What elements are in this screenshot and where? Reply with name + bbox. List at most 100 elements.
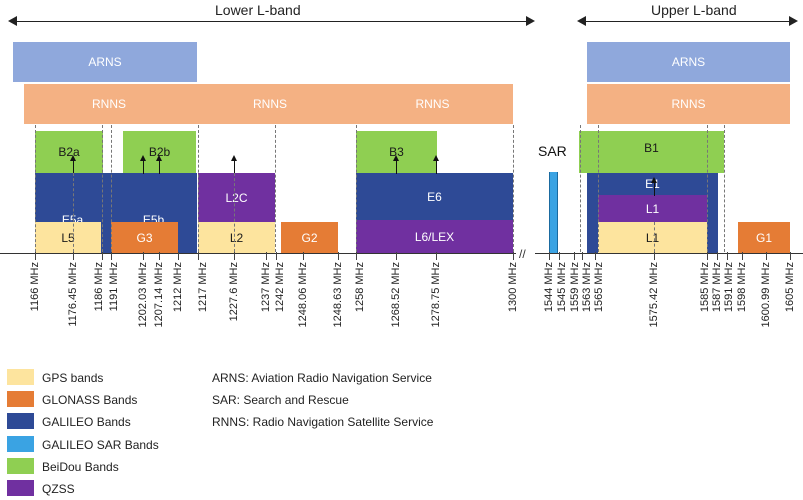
definition-arns: ARNS: Aviation Radio Navigation Service	[212, 371, 432, 385]
freq-label: 1212 MHz	[172, 262, 184, 313]
upper-arrow-left-head	[577, 16, 586, 26]
guide-line	[198, 125, 199, 252]
tick	[396, 252, 397, 260]
galileo-sar-band	[549, 172, 558, 253]
freq-label: 1268.52 MHz	[390, 262, 402, 328]
legend-label-galileo-sar: GALILEO SAR Bands	[42, 438, 159, 452]
frequency-axis-upper	[535, 253, 803, 254]
tick	[766, 252, 767, 260]
guide-line	[35, 125, 36, 252]
freq-label: 1278.75 MHz	[430, 262, 442, 328]
freq-label: 1217 MHz	[197, 262, 209, 313]
l2c-arrow	[231, 155, 237, 174]
gps-l1: L1	[598, 222, 707, 253]
tick	[303, 252, 304, 260]
arns-block-upper: ARNS	[587, 42, 790, 82]
qzss-l2c: L2C	[198, 173, 275, 222]
b3-arrow-2	[433, 155, 439, 174]
tick	[73, 252, 74, 260]
rnns-band-lower	[24, 84, 513, 124]
guide-line	[234, 173, 235, 252]
guide-line	[580, 125, 581, 252]
tick	[549, 252, 550, 260]
guide-line	[73, 173, 74, 252]
lower-arrow-left-head	[8, 16, 17, 26]
tick	[35, 252, 36, 260]
rnns-label-2: RNNS	[252, 97, 287, 111]
freq-label: 1545 MHz	[556, 262, 568, 313]
upper-l-band-arrow	[582, 21, 794, 22]
b2a-arrow	[70, 155, 76, 174]
qzss-l6lex: L6/LEX	[356, 220, 513, 253]
tick	[276, 252, 277, 260]
glonass-g3: G3	[111, 222, 178, 253]
qzss-l1: L1	[598, 195, 707, 222]
tick	[790, 252, 791, 260]
definition-rnns: RNNS: Radio Navigation Satellite Service	[212, 415, 434, 429]
freq-label: 1207.14 MHz	[153, 262, 165, 328]
tick	[198, 252, 199, 260]
guide-line	[275, 125, 276, 252]
tick	[178, 252, 179, 260]
freq-label: 1237 MHz	[260, 262, 272, 313]
tick	[654, 252, 655, 260]
tick	[582, 252, 583, 260]
freq-label: 1559 MHz	[569, 262, 581, 313]
freq-label: 1176.45 MHz	[67, 262, 79, 327]
glonass-g1: G1	[738, 222, 790, 253]
tick	[234, 252, 235, 260]
tick	[102, 252, 103, 260]
freq-label: 1242 MHz	[274, 262, 286, 313]
freq-label: 1575.42 MHz	[648, 262, 660, 328]
guide-line	[111, 125, 112, 252]
b2b-arrow-2	[156, 155, 162, 174]
guide-line	[707, 125, 708, 252]
freq-label: 1300 MHz	[507, 262, 519, 313]
rnns-label-1: RNNS	[91, 97, 126, 111]
tick	[159, 252, 160, 260]
tick	[356, 252, 357, 260]
tick	[717, 252, 718, 260]
tick	[595, 252, 596, 260]
legend-label-qzss: QZSS	[42, 482, 75, 496]
guide-line	[724, 125, 725, 252]
lower-l-band-title: Lower L-band	[215, 2, 301, 18]
tick	[513, 252, 514, 260]
tick	[574, 252, 575, 260]
lower-arrow-right-head	[526, 16, 535, 26]
freq-label: 1605 MHz	[784, 262, 796, 313]
tick	[111, 252, 112, 260]
beidou-b1: B1	[579, 131, 724, 173]
guide-line	[102, 125, 103, 252]
galileo-e6: E6	[356, 173, 513, 220]
legend-swatch-glonass	[7, 391, 34, 407]
freq-label: 1258 MHz	[354, 262, 366, 313]
b3-arrow-1	[393, 155, 399, 174]
tick	[559, 252, 560, 260]
freq-label: 1191 MHz	[108, 262, 120, 312]
legend-swatch-galileo	[7, 413, 34, 429]
freq-label: 1248.63 MHz	[332, 262, 344, 328]
gps-l5: L5	[35, 222, 101, 253]
legend-label-galileo: GALILEO Bands	[42, 415, 131, 429]
guide-line	[356, 125, 357, 252]
legend-swatch-galileo-sar	[7, 436, 34, 452]
legend-swatch-beidou	[7, 458, 34, 474]
gps-l2: L2	[198, 222, 275, 253]
freq-label: 1598 MHz	[736, 262, 748, 313]
freq-label: 1186 MHz	[93, 262, 105, 312]
upper-l-band-title: Upper L-band	[651, 2, 737, 18]
rnns-block-upper: RNNS	[587, 84, 790, 124]
rnns-label-3: RNNS	[415, 97, 450, 111]
legend-swatch-qzss	[7, 480, 34, 496]
freq-label: 1202.03 MHz	[137, 262, 149, 328]
freq-label: 1248.06 MHz	[297, 262, 309, 328]
guide-line	[598, 125, 599, 252]
b2b-arrow-1	[140, 155, 146, 174]
freq-label: 1600.99 MHz	[760, 262, 772, 328]
freq-label: 1227.6 MHz	[228, 262, 240, 322]
tick	[727, 252, 728, 260]
tick	[143, 252, 144, 260]
axis-break-mark: //	[519, 247, 526, 261]
freq-label: 1544 MHz	[543, 262, 555, 313]
